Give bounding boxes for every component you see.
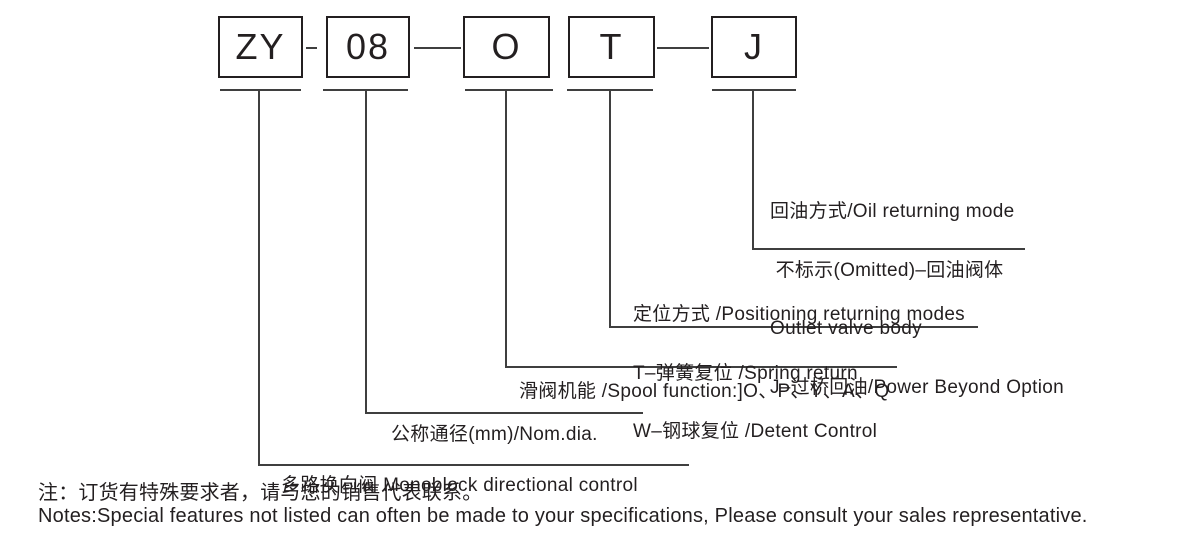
annotation-positioning: 定位方式 /Positioning returning modes T–弹簧复位…: [633, 266, 965, 481]
code-box-08: 08: [326, 16, 410, 78]
connector-zy-08: [306, 47, 317, 49]
annotation-line: J–过桥回油/Power Beyond Option: [770, 376, 1064, 398]
annotation-line: W–钢球复位 /Detent Control: [633, 421, 878, 442]
underbar-j: [712, 89, 796, 91]
annotation-line: 滑阀机能 /Spool function:]O、P、Y、A、Q: [519, 381, 890, 402]
dropline-t: [609, 89, 611, 328]
annotation-spool: 滑阀机能 /Spool function:]O、P、Y、A、Q: [519, 343, 889, 441]
annotation-monoblock: 多路换向阀 Monoblock directional control: [281, 437, 638, 534]
note-chinese: 注：订货有特殊要求者，请与您的销售代表联系。: [38, 482, 483, 504]
connector-08-o: [414, 47, 461, 49]
annotation-line: 多路换向阀 Monoblock directional control: [281, 475, 638, 496]
code-box-o: O: [463, 16, 550, 78]
annotation-line: 不标示(Omitted)–回油阀体: [770, 259, 1004, 281]
annotation-line: Outlet valve body: [770, 318, 922, 339]
annotation-nom-dia: 公称通径(mm)/Nom.dia.: [391, 386, 598, 484]
note-english: Notes:Special features not listed can of…: [38, 505, 1088, 527]
underbar-o: [465, 89, 553, 91]
annotation-underline-spool: [505, 366, 897, 368]
annotation-line: 公称通径(mm)/Nom.dia.: [391, 424, 598, 445]
code-box-j: J: [711, 16, 797, 78]
annotation-underline-nom-dia: [365, 412, 643, 414]
dropline-zy: [258, 89, 260, 466]
dropline-o: [505, 89, 507, 368]
code-box-zy: ZY: [218, 16, 303, 78]
annotation-line: T–弹簧复位 /Spring return: [633, 362, 858, 384]
dropline-08: [365, 89, 367, 414]
annotation-line: 定位方式 /Positioning returning modes: [633, 304, 965, 325]
annotation-oil-return: 回油方式/Oil returning mode 不标示(Omitted)–回油阀…: [770, 163, 1064, 436]
underbar-zy: [220, 89, 301, 91]
annotation-underline-monoblock: [258, 464, 689, 466]
dropline-j: [752, 89, 754, 250]
code-box-t: T: [568, 16, 655, 78]
annotation-underline-oil-return: [752, 248, 1025, 250]
connector-t-j: [657, 47, 709, 49]
annotation-underline-positioning: [609, 326, 978, 328]
annotation-line: 回油方式/Oil returning mode: [770, 201, 1015, 222]
